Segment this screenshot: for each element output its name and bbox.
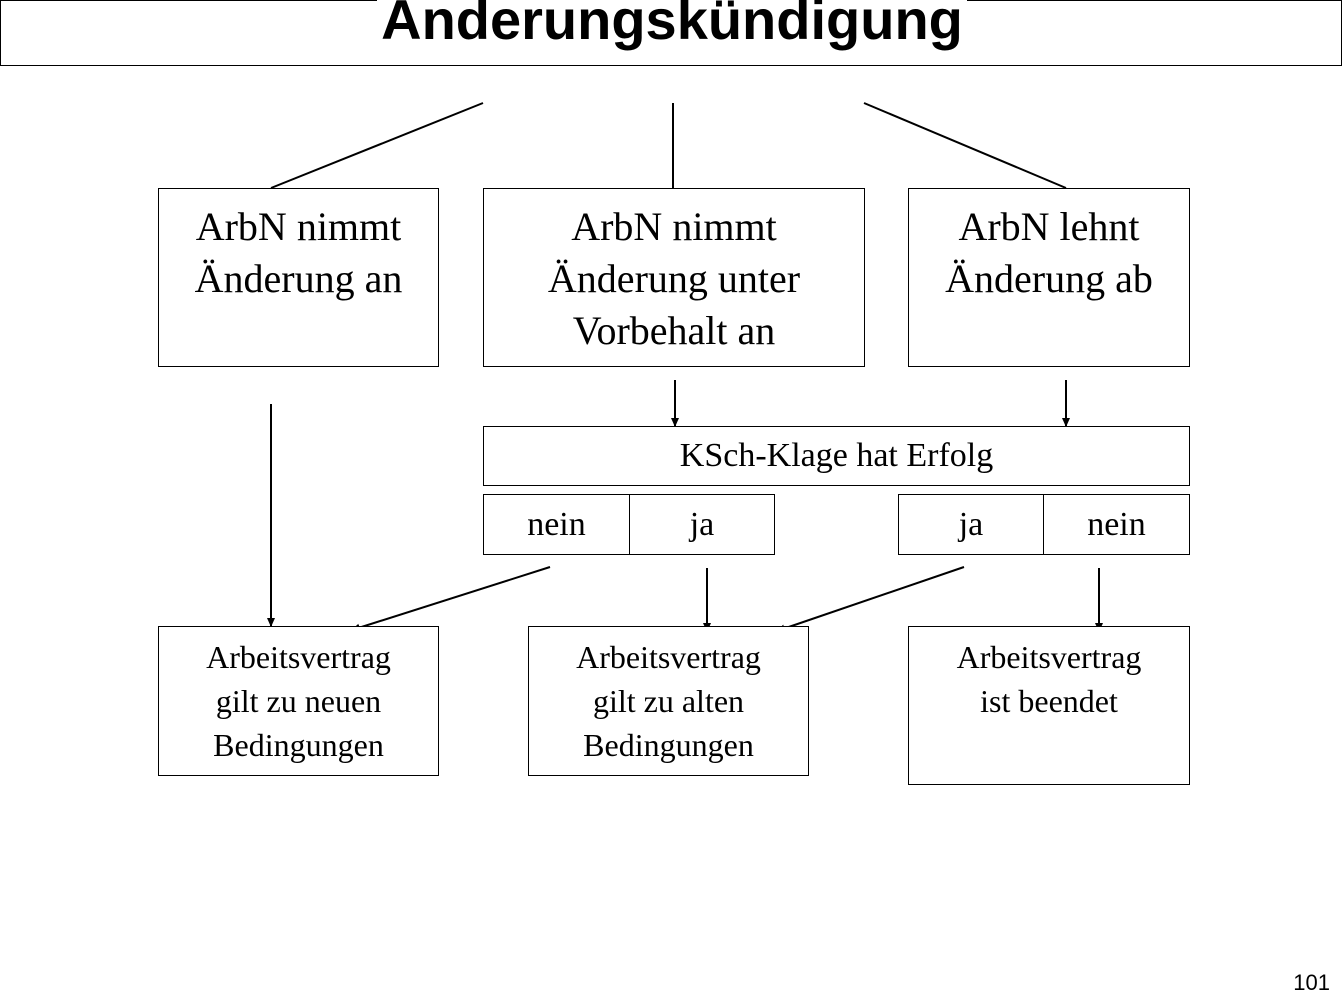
lawsuit-label: KSch-Klage hat Erfolg	[679, 437, 994, 474]
page-number: 101	[1293, 970, 1330, 995]
outcome-new-conditions-label: Arbeitsvertrag gilt zu neuen Bedingungen	[206, 639, 391, 763]
outcome-terminated-box: Arbeitsvertrag ist beendet	[908, 626, 1190, 785]
arrow-right-yes-to-old-conditions	[776, 566, 965, 633]
arrow-left-no-to-new-conditions	[351, 566, 551, 632]
option-reject-label: ArbN lehnt Änderung ab	[945, 204, 1153, 301]
lawsuit-box: KSch-Klage hat Erfolg	[483, 426, 1190, 486]
option-accept-box: ArbN nimmt Änderung an	[158, 188, 439, 367]
outcome-old-conditions-box: Arbeitsvertrag gilt zu alten Bedingungen	[528, 626, 809, 776]
connector-title-to-accept	[270, 102, 484, 189]
lawsuit-left-no: nein	[483, 494, 630, 555]
option-reservation-box: ArbN nimmt Änderung unter Vorbehalt an	[483, 188, 865, 367]
outcome-old-conditions-label: Arbeitsvertrag gilt zu alten Bedingungen	[576, 639, 761, 763]
option-reservation-label: ArbN nimmt Änderung unter Vorbehalt an	[547, 204, 801, 353]
option-accept-label: ArbN nimmt Änderung an	[194, 204, 403, 301]
lawsuit-left-yes: ja	[629, 494, 775, 555]
page-title-text: Änderungskündigung	[377, 0, 967, 48]
outcome-new-conditions-box: Arbeitsvertrag gilt zu neuen Bedingungen	[158, 626, 439, 776]
outcome-terminated-label: Arbeitsvertrag ist beendet	[956, 639, 1142, 719]
lawsuit-right-yes: ja	[898, 494, 1044, 555]
option-reject-box: ArbN lehnt Änderung ab	[908, 188, 1190, 367]
connector-title-to-reject	[863, 102, 1067, 189]
page-title: Änderungskündigung	[0, 0, 1344, 48]
lawsuit-right-no: nein	[1043, 494, 1190, 555]
